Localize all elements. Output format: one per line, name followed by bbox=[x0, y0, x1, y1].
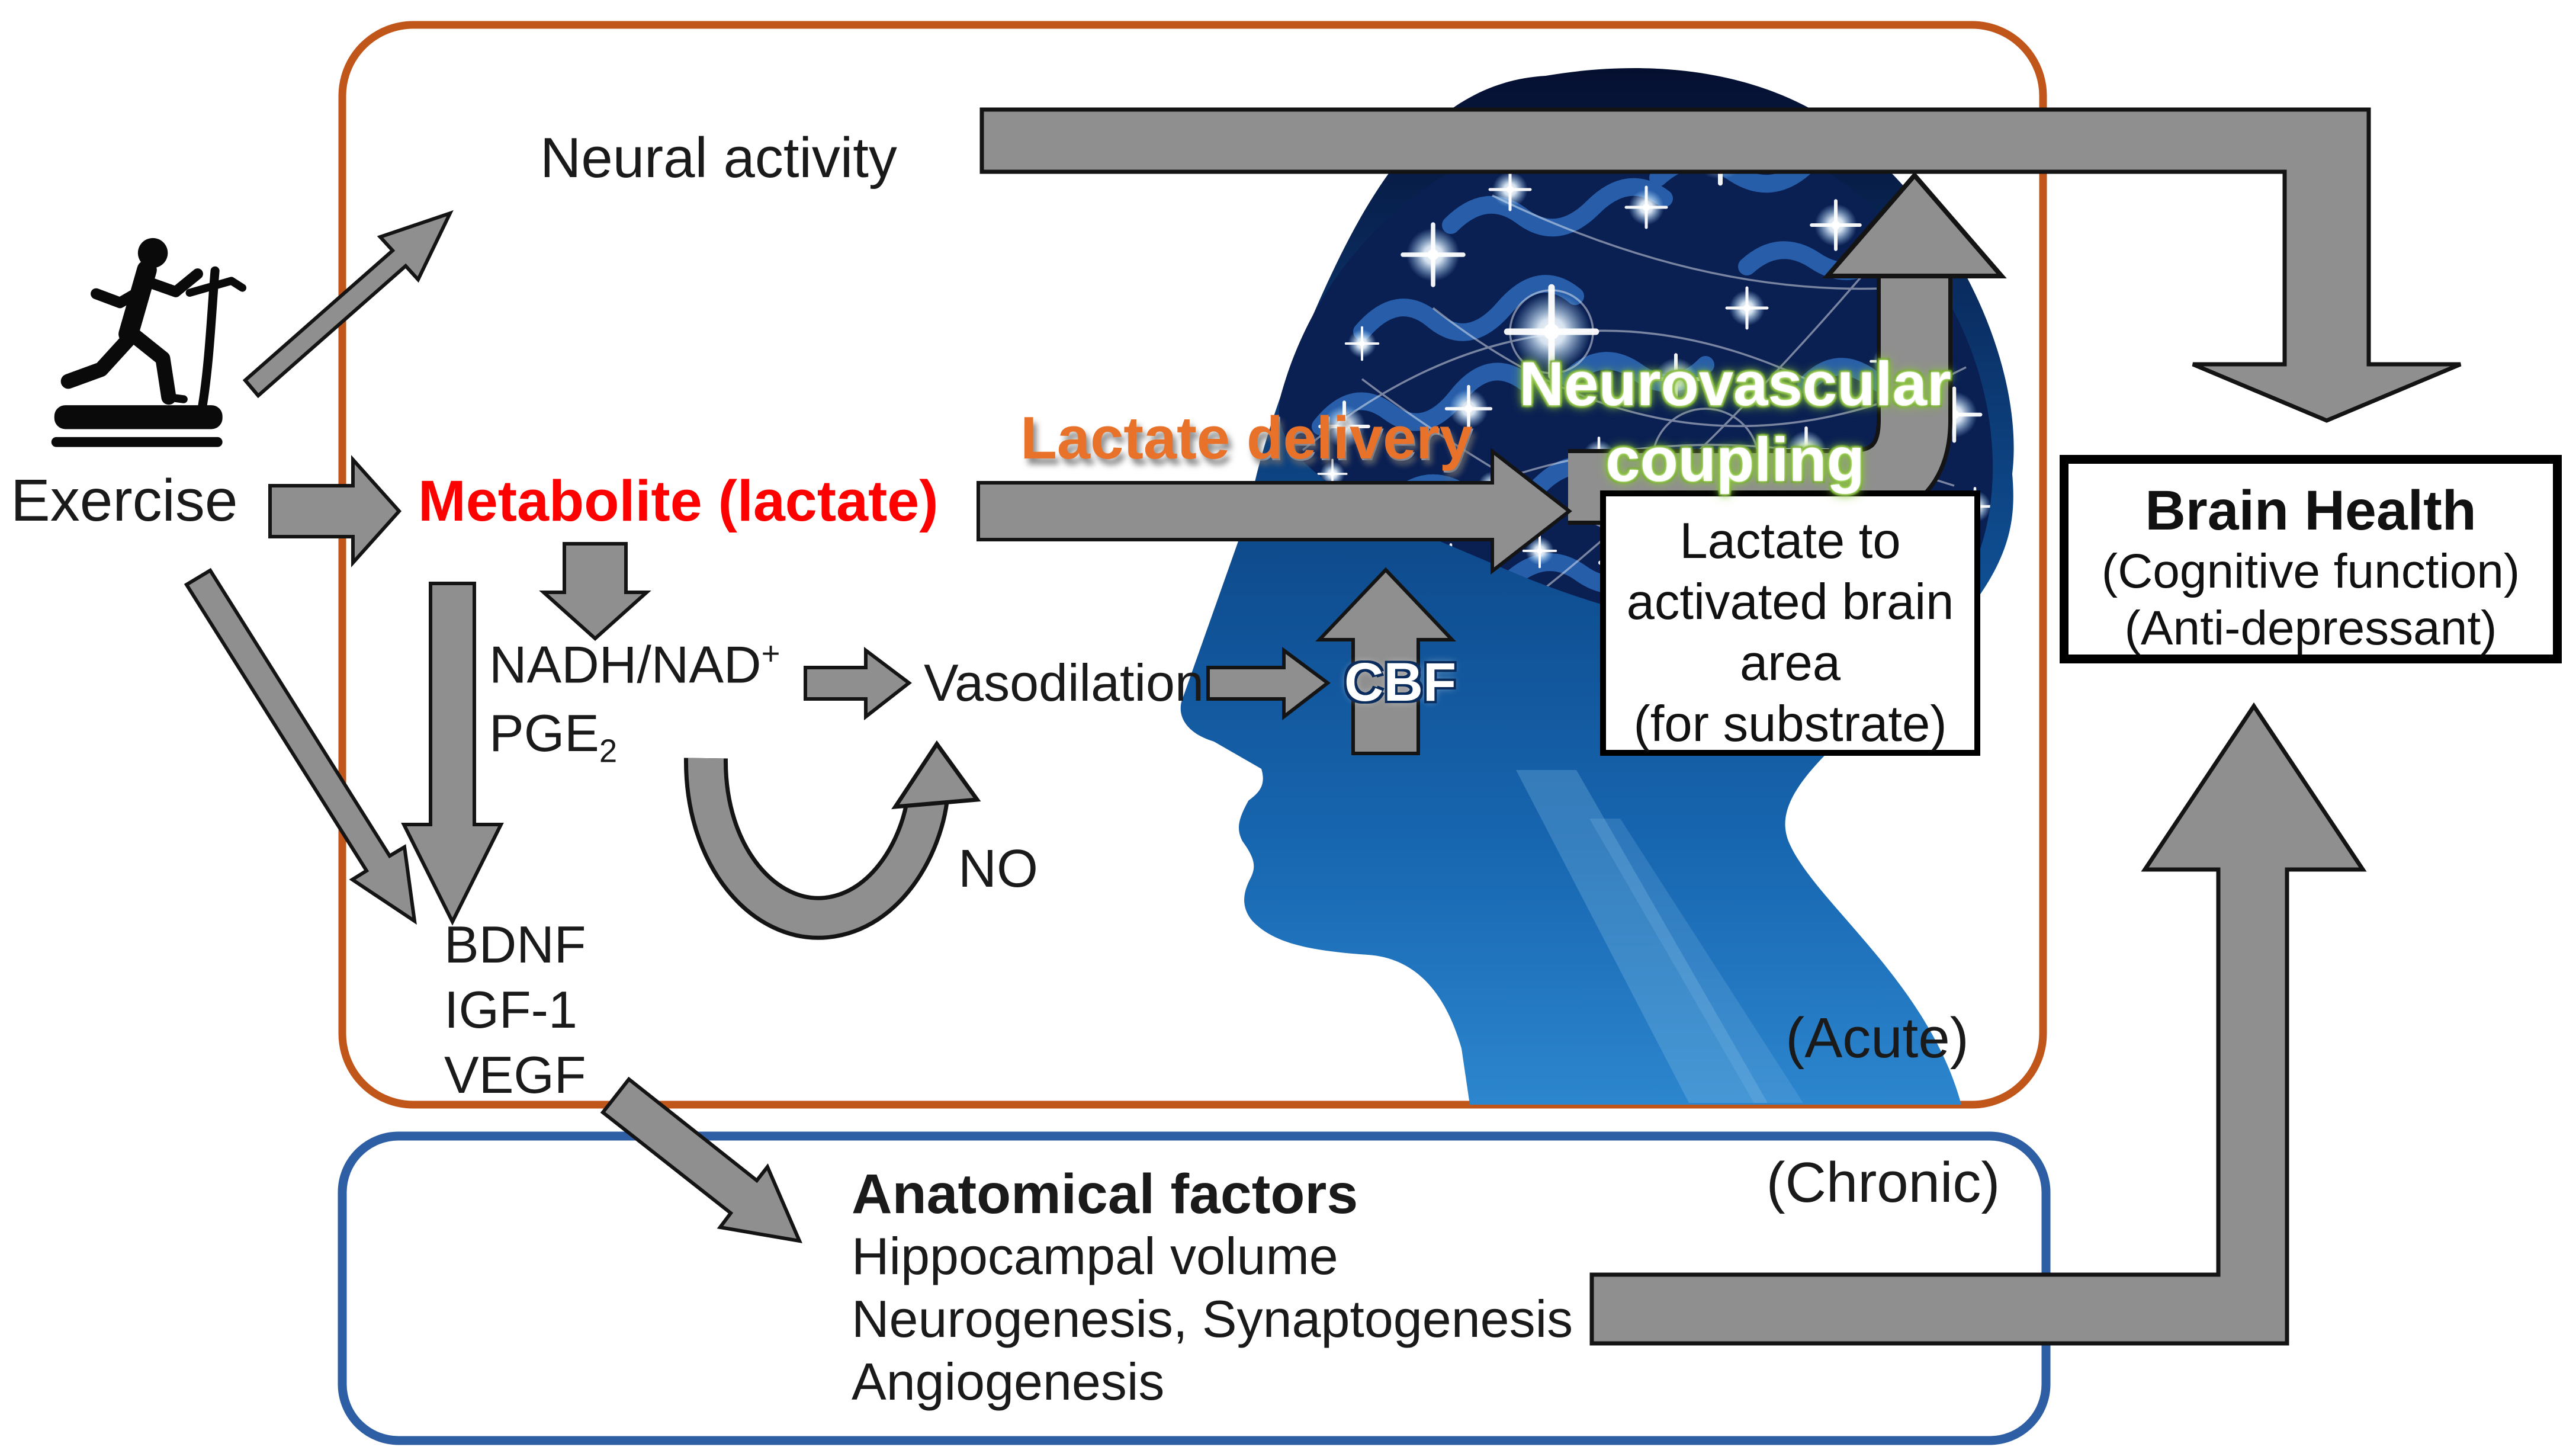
cbf-to-lactate-delivery-arrow bbox=[1315, 567, 1456, 755]
brain-health-line: (Anti-depressant) bbox=[2124, 601, 2497, 655]
lactate-to-brain-callout: Lactate to activated brain area (for sub… bbox=[1600, 490, 1980, 756]
exercise-to-growth-factors-arrow bbox=[184, 567, 417, 925]
exercise-to-metabolite-arrow bbox=[268, 455, 402, 567]
nadh-superscript: + bbox=[761, 636, 780, 672]
callout-line: (for substrate) bbox=[1633, 696, 1947, 752]
brain-health-box: Brain Health (Cognitive function) (Anti-… bbox=[2060, 455, 2562, 663]
brain-health-line: (Cognitive function) bbox=[2101, 544, 2520, 598]
nadh-to-vasodilation-arrow bbox=[804, 646, 912, 721]
vasodilation-to-cbf-arrow bbox=[1206, 647, 1331, 721]
anatomical-line: Neurogenesis, Synaptogenesis bbox=[852, 1289, 1573, 1348]
igf1-label: IGF-1 bbox=[444, 980, 577, 1039]
chronic-label: (Chronic) bbox=[1766, 1151, 2000, 1214]
pge-subscript: 2 bbox=[599, 733, 618, 769]
neurovascular-coupling-arrow bbox=[1568, 171, 2007, 525]
anatomical-factors-list: Hippocampal volume Neurogenesis, Synapto… bbox=[852, 1225, 1573, 1413]
anatomical-line: Hippocampal volume bbox=[852, 1227, 1338, 1285]
acute-frame bbox=[338, 21, 2047, 1109]
acute-label: (Acute) bbox=[1785, 1006, 1969, 1070]
brain-health-title: Brain Health bbox=[2145, 479, 2477, 542]
anatomical-line: Angiogenesis bbox=[852, 1352, 1165, 1411]
callout-line: area bbox=[1739, 635, 1841, 691]
no-label: NO bbox=[958, 839, 1038, 899]
lactate-delivery-label: Lactate delivery bbox=[1020, 405, 1473, 471]
nadh-pge-label: NADH/NAD+ PGE2 bbox=[489, 620, 780, 786]
metabolite-to-nadh-arrow bbox=[539, 542, 651, 641]
neural-activity-label: Neural activity bbox=[540, 126, 897, 190]
growth-factors-to-anatomical-arrow bbox=[600, 1076, 802, 1243]
neurovascular-coupling-label: Neurovascular coupling bbox=[1519, 349, 1951, 495]
callout-line: activated brain bbox=[1626, 574, 1954, 630]
vasodilation-label: Vasodilation bbox=[924, 653, 1204, 712]
anatomical-to-brain-health-arrow bbox=[1589, 702, 2367, 1346]
callout-line: Lactate to bbox=[1679, 513, 1901, 569]
exercise-label: Exercise bbox=[11, 467, 238, 534]
bdnf-label: BDNF bbox=[444, 915, 586, 974]
pge-line: PGE2 bbox=[489, 704, 618, 769]
no-feedback-arrow bbox=[683, 740, 981, 940]
growth-factors-list: BDNF IGF-1 VEGF bbox=[444, 912, 586, 1108]
nadh-line: NADH/NAD+ bbox=[489, 635, 780, 694]
lactate-delivery-arrow bbox=[977, 447, 1572, 575]
neural-activity-to-brain-health-arrow bbox=[979, 107, 2462, 423]
vegf-label: VEGF bbox=[444, 1045, 586, 1104]
treadmill-runner-icon bbox=[51, 238, 247, 447]
metabolite-label: Metabolite (lactate) bbox=[418, 469, 939, 533]
anatomical-factors-title: Anatomical factors bbox=[852, 1163, 1358, 1226]
cbf-label: CBF bbox=[1344, 652, 1457, 713]
exercise-to-neural-activity-arrow bbox=[242, 210, 454, 399]
metabolite-to-growth-factors-arrow bbox=[401, 582, 504, 926]
